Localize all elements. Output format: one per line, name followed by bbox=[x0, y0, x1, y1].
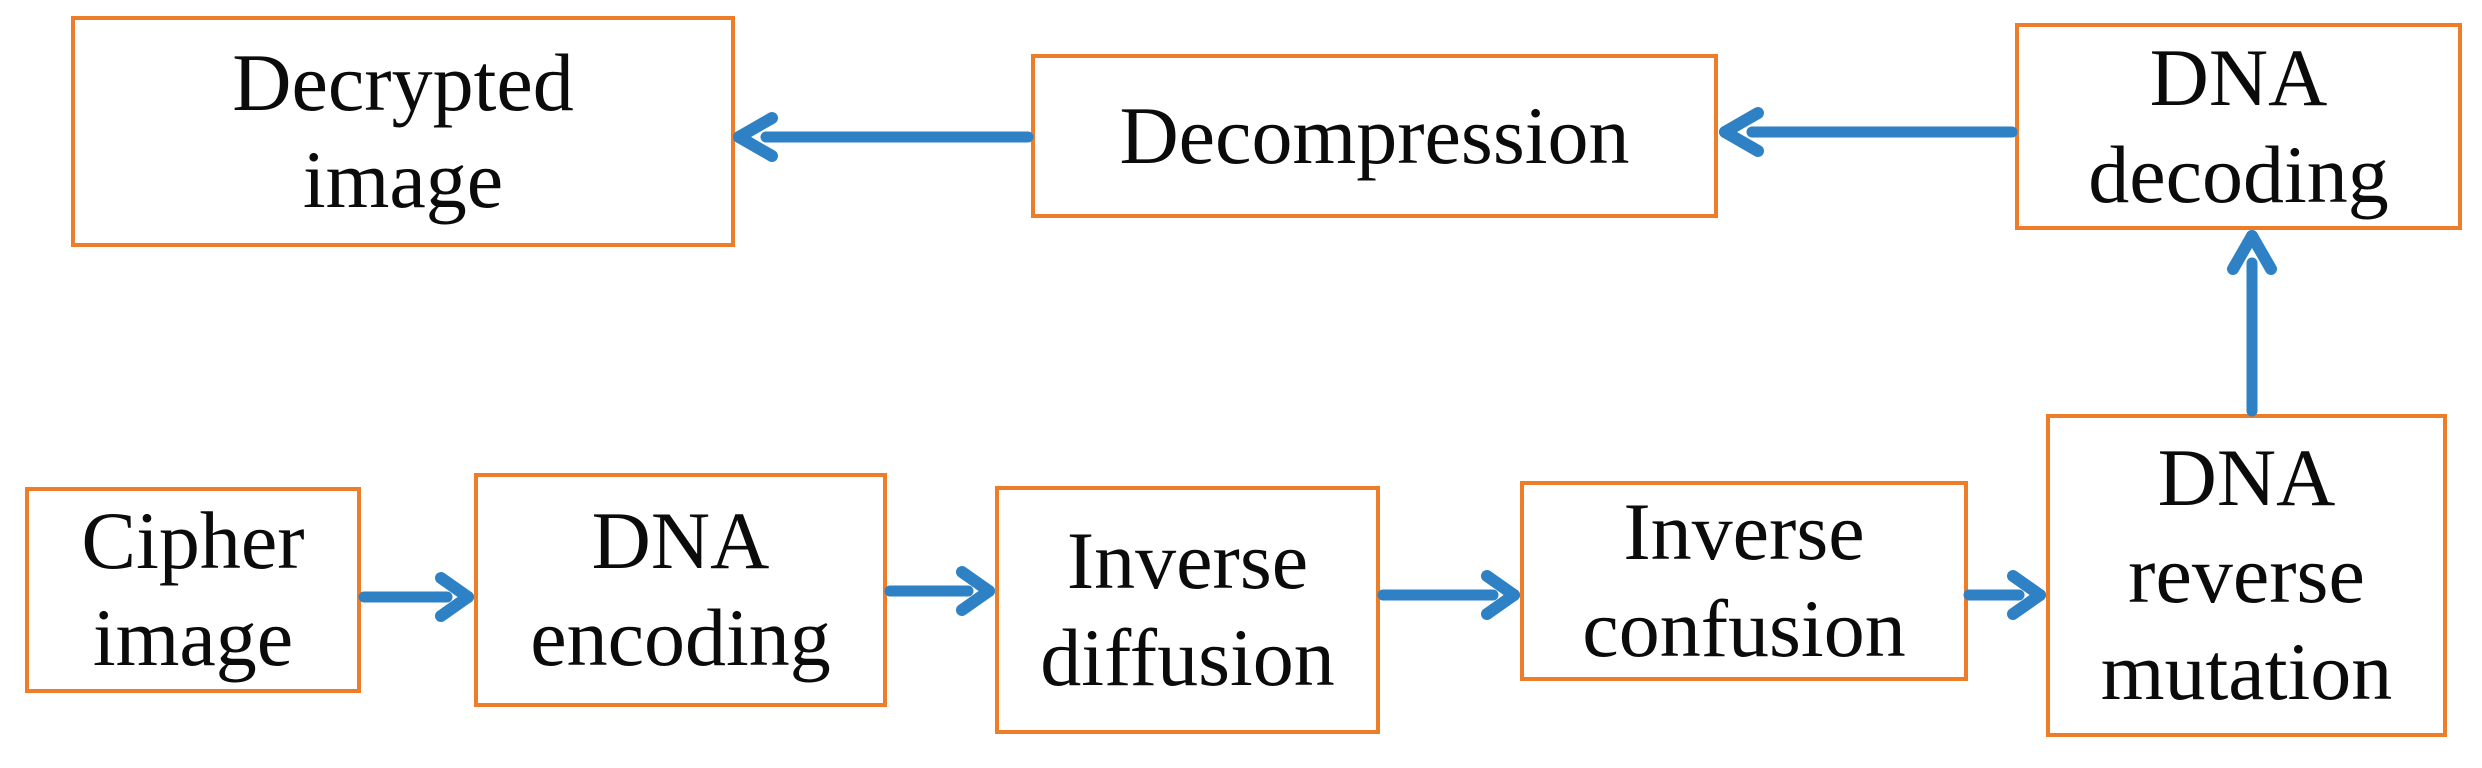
node-label-line: confusion bbox=[1582, 583, 1906, 674]
node-label-line: DNA bbox=[591, 495, 770, 587]
node-decrypted-image: Decrypted image bbox=[71, 16, 735, 247]
node-cipher-image: Cipher image bbox=[25, 487, 361, 693]
node-label-line: mutation bbox=[2100, 625, 2393, 717]
node-label-line: image bbox=[92, 592, 294, 683]
arrow-diffusion-to-confusion bbox=[1377, 570, 1520, 620]
node-label-line: Cipher bbox=[81, 495, 305, 587]
node-inverse-confusion: Inverse confusion bbox=[1520, 481, 1968, 681]
node-inverse-diffusion: Inverse diffusion bbox=[995, 486, 1380, 734]
node-label-line: encoding bbox=[530, 592, 831, 683]
arrow-encoding-to-diffusion bbox=[884, 566, 995, 616]
node-dna-decoding: DNA decoding bbox=[2015, 23, 2462, 230]
node-label-line: Decrypted bbox=[232, 36, 574, 128]
node-label-line: DNA bbox=[2149, 31, 2328, 123]
node-label-line: reverse bbox=[2128, 529, 2365, 621]
node-dna-reverse-mutation: DNA reverse mutation bbox=[2046, 414, 2447, 737]
node-dna-encoding: DNA encoding bbox=[474, 473, 887, 707]
node-label-line: Inverse bbox=[1623, 486, 1865, 578]
arrow-cipher-to-encoding bbox=[358, 572, 474, 622]
node-label-line: Inverse bbox=[1066, 515, 1309, 607]
arrow-mutation-to-decoding bbox=[2227, 230, 2277, 417]
arrow-confusion-to-mutation bbox=[1963, 570, 2046, 620]
node-decompression: Decompression bbox=[1031, 54, 1718, 218]
arrow-decoding-to-decompression bbox=[1719, 107, 2018, 157]
node-label-line: Decompression bbox=[1119, 89, 1630, 181]
node-label-line: decoding bbox=[2088, 128, 2389, 220]
node-label-line: image bbox=[302, 133, 504, 225]
node-label-line: diffusion bbox=[1040, 612, 1335, 703]
arrow-decompression-to-decrypted bbox=[733, 112, 1034, 162]
node-label-line: DNA bbox=[2157, 432, 2336, 524]
